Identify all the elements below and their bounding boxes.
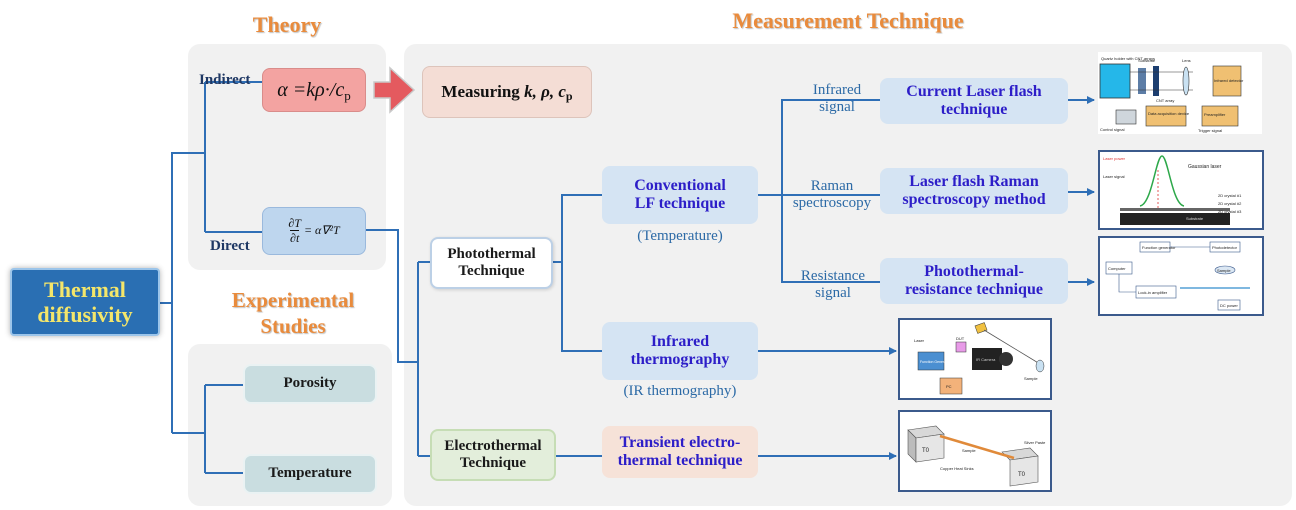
- tet-setup-image: T0 T0 Sample Silver Paste Copper Heat Si…: [898, 410, 1052, 492]
- svg-text:Copper Heat Sinks: Copper Heat Sinks: [940, 466, 974, 471]
- svg-text:2D crystal #1: 2D crystal #1: [1218, 193, 1242, 198]
- svg-text:Substrate: Substrate: [1138, 58, 1156, 63]
- measurement-title: Measurement Technique: [732, 8, 964, 33]
- svg-text:2D crystal #2: 2D crystal #2: [1218, 201, 1242, 206]
- signal-raman: Raman spectroscopy: [792, 178, 872, 212]
- signal-resistance: Resistance signal: [800, 268, 866, 302]
- photothermal-resistance-box: Photothermal-resistance technique: [880, 258, 1068, 304]
- svg-text:Sample: Sample: [962, 448, 976, 453]
- svg-text:Substrate: Substrate: [1186, 216, 1204, 221]
- svg-text:Sample: Sample: [1024, 376, 1038, 381]
- root-node: Thermal diffusivity: [10, 268, 160, 336]
- svg-text:IR Camera: IR Camera: [976, 357, 996, 362]
- svg-text:DUT: DUT: [956, 336, 965, 341]
- svg-text:Sample: Sample: [1217, 268, 1231, 273]
- experimental-title: Experimental Studies: [231, 288, 355, 339]
- svg-text:Lens: Lens: [1182, 58, 1191, 63]
- ir-thermography-image: Laser Function Generator DUT IR Camera S…: [898, 318, 1052, 400]
- laser-flash-box: Current Laser flash technique: [880, 78, 1068, 124]
- conventional-sub: (Temperature): [637, 228, 723, 244]
- svg-text:Infrared detector: Infrared detector: [1214, 78, 1244, 83]
- laser-flash-apparatus-image: Quartz holder with CNT arrays Substrate …: [1098, 52, 1262, 134]
- raman-method-box: Laser flash Raman spectroscopy method: [880, 168, 1068, 214]
- transient-box: Transient electro-thermal technique: [602, 426, 758, 478]
- svg-text:DC power: DC power: [1220, 303, 1238, 308]
- svg-text:Lock-in amplifier: Lock-in amplifier: [1138, 290, 1168, 295]
- svg-text:Preamplifier: Preamplifier: [1204, 112, 1226, 117]
- svg-text:Computer: Computer: [1108, 266, 1126, 271]
- svg-text:Trigger signal: Trigger signal: [1198, 128, 1222, 133]
- conventional-lf-box: Conventional LF technique: [602, 166, 758, 224]
- temperature-box: Temperature: [243, 454, 377, 494]
- svg-text:Gaussian laser: Gaussian laser: [1188, 164, 1222, 170]
- photothermal-resistance-image: Function generator Photodetector Compute…: [1098, 236, 1264, 316]
- svg-text:T0: T0: [922, 448, 930, 454]
- theory-title: Theory: [252, 12, 322, 37]
- red-arrow: [373, 66, 416, 114]
- svg-text:PC: PC: [946, 384, 952, 389]
- svg-text:Silver Paste: Silver Paste: [1024, 440, 1046, 445]
- svg-text:Laser power: Laser power: [1103, 156, 1126, 161]
- photothermal-technique: Photothermal Technique: [430, 237, 553, 289]
- svg-text:T0: T0: [1018, 472, 1026, 478]
- svg-text:2D crystal #3: 2D crystal #3: [1218, 209, 1242, 214]
- direct-formula: ∂T∂t = α∇²T: [262, 207, 366, 255]
- svg-text:Function generator: Function generator: [1142, 245, 1176, 250]
- svg-text:Data acquisition device: Data acquisition device: [1148, 111, 1190, 116]
- svg-text:CNT array: CNT array: [1156, 98, 1174, 103]
- electrothermal-technique: Electrothermal Technique: [430, 429, 556, 481]
- svg-text:Quartz holder with CNT arrays: Quartz holder with CNT arrays: [1101, 56, 1155, 61]
- porosity-box: Porosity: [243, 364, 377, 404]
- svg-text:Laser: Laser: [914, 338, 925, 343]
- raman-diagram-image: Laser power Laser signal Gaussian laser …: [1098, 150, 1264, 230]
- signal-infrared: Infrared signal: [812, 82, 862, 116]
- infrared-thermography-box: Infrared thermography: [602, 322, 758, 380]
- direct-label: Direct: [210, 238, 250, 254]
- svg-text:Function Generator: Function Generator: [920, 360, 951, 364]
- svg-text:Laser signal: Laser signal: [1103, 174, 1125, 179]
- svg-text:Photodetector: Photodetector: [1212, 245, 1238, 250]
- indirect-label: Indirect: [199, 72, 251, 88]
- svg-text:Control signal: Control signal: [1100, 127, 1125, 132]
- infrared-sub: (IR thermography): [623, 383, 737, 399]
